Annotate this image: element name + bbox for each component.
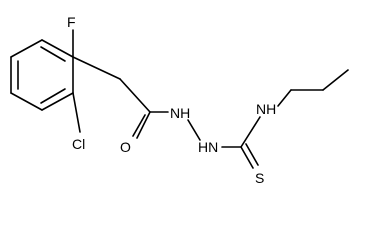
sulfur-label: S [255,170,264,186]
fluorine-label: F [67,14,76,30]
benzene-ring [10,39,74,111]
hydrazine-nh-label: HN [198,139,218,155]
thiocarbonyl-nh-bond [240,116,261,148]
propyl-bond [322,69,349,91]
ring-ch2-bond [72,56,121,80]
ch2-carbonyl-bond [119,78,151,113]
hydrazide-nh-label: NH [170,105,190,121]
thiocarbonyl-double-bond [245,143,259,166]
ring-bond [41,39,74,58]
thiocarbonyl-double-bond [240,146,254,169]
ring-bond [41,92,74,111]
ring-bond [10,39,43,58]
c-cl-bond [72,92,81,133]
nh-nh-bond [187,119,201,141]
chlorine-label: Cl [72,136,85,152]
chemical-structure-diagram: F Cl O NH HN NH S [10,14,349,186]
carbonyl-double-bond [132,114,146,137]
ring-double-bond [40,46,66,62]
carbonyl-oxygen-label: O [120,139,131,155]
ring-bond [10,92,43,111]
ring-double-bond [40,88,66,104]
nh-propyl-bond [277,89,292,107]
thioamide-nh-label: NH [256,101,276,117]
carbonyl-double-bond [136,111,151,139]
